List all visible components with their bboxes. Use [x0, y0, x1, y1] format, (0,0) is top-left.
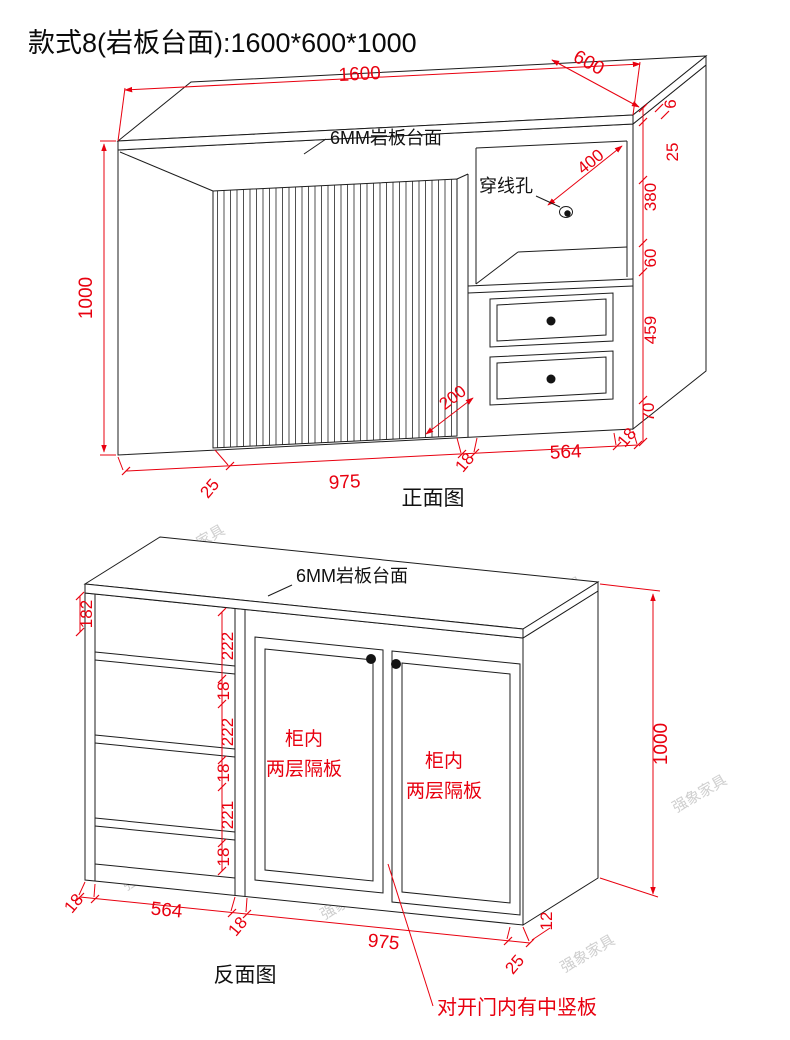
front-cabinet-right-side: [632, 63, 707, 431]
dim-chain-221: 221: [218, 801, 237, 829]
dim-chain-18c: 18: [214, 848, 233, 867]
dim-182: 182: [77, 600, 96, 628]
door-right-knob: [391, 659, 401, 669]
dim-niche-380: 380: [641, 183, 660, 211]
drawer-2-knob: [546, 374, 556, 384]
back-view-drawing: [83, 536, 600, 926]
front-view-caption: 正面图: [402, 487, 465, 510]
dim-section-564: 564: [549, 441, 582, 464]
back-view-labels: 6MM岩板台面 柜内 两层隔板 柜内 两层隔板 对开门内有中竖板 反面图: [214, 566, 598, 1019]
back-open-shelves: [94, 594, 246, 896]
dim-kick-70: 70: [639, 403, 658, 422]
dim-width-1600: 1600: [338, 63, 381, 86]
countertop-label-back: 6MM岩板台面: [296, 566, 408, 586]
dim-back-975: 975: [367, 930, 401, 954]
dim-drawers-459: 459: [641, 316, 660, 344]
door-left-shelf-label-line2: 两层隔板: [266, 758, 342, 780]
front-bottom-extensions: [117, 430, 638, 471]
dim-chain-222a: 222: [218, 632, 237, 660]
door-right-shelf-label-line2: 两层隔板: [406, 780, 482, 802]
front-right-chain-ticks: [638, 103, 648, 447]
countertop-label-front: 6MM岩板台面: [330, 128, 442, 148]
front-view-drawing: [116, 54, 708, 456]
door-right-shelf-label-line1: 柜内: [425, 750, 463, 772]
dim-top-thickness-6: 6: [661, 99, 680, 108]
wire-hole-label: 穿线孔: [479, 176, 533, 196]
center-board-note: 对开门内有中竖板: [437, 996, 597, 1019]
page-title: 款式8(岩板台面):1600*600*1000: [28, 28, 417, 58]
door-left-shelf-label-line1: 柜内: [285, 728, 323, 750]
front-view-labels: 6MM岩板台面 穿线孔 正面图: [303, 128, 561, 510]
dim-chain-18b: 18: [214, 764, 233, 783]
dim-back-12: 12: [537, 912, 556, 931]
front-open-niche: [475, 140, 628, 285]
front-countertop-side-band: [632, 54, 707, 126]
back-countertop-side-band: [522, 581, 599, 639]
front-drawer-1: [489, 292, 614, 348]
dim-chain-18a: 18: [214, 682, 233, 701]
back-bottom-extensions: [78, 881, 530, 942]
back-view-caption: 反面图: [214, 964, 277, 987]
dim-height-1000-front: 1000: [76, 277, 97, 319]
back-left-chain-ticks: [217, 607, 227, 876]
front-drawer-2: [489, 350, 614, 406]
back-door-left: [254, 636, 384, 894]
dim-gap-60: 60: [641, 249, 660, 268]
door-left-knob: [366, 654, 376, 664]
back-door-right: [391, 650, 521, 916]
dim-slat-975: 975: [328, 471, 361, 494]
dim-height-1000-back: 1000: [651, 723, 672, 765]
front-slat-panel: [212, 178, 458, 449]
dim-back-564: 564: [150, 898, 184, 922]
drawer-1-knob: [546, 316, 556, 326]
front-bottom-chain-ticks: [121, 440, 643, 476]
back-cabinet-right-side: [522, 590, 599, 926]
dim-chain-222b: 222: [218, 718, 237, 746]
back-bottom-chain-ticks: [75, 892, 535, 948]
dim-gap-25: 25: [663, 143, 682, 162]
front-shelf-line-bottom: [467, 285, 634, 294]
wire-hole-grommet: [559, 206, 573, 218]
front-shelf-line-top: [467, 278, 634, 287]
